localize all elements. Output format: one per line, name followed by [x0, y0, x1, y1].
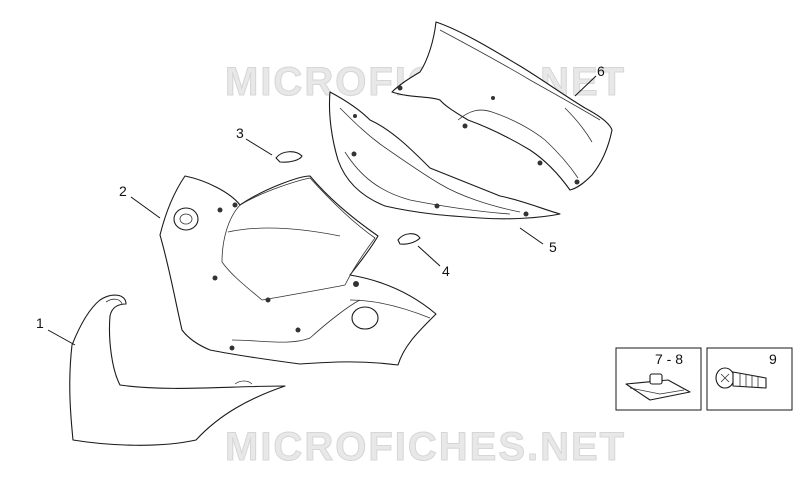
callout-4: 4 — [442, 263, 450, 279]
watermark-bottom: MICROFICHES.NET — [225, 425, 626, 469]
part-3-cap — [275, 151, 303, 163]
callout-3: 3 — [236, 125, 244, 141]
callout-5: 5 — [549, 239, 557, 255]
leader-lines — [47, 75, 597, 346]
callout-2: 2 — [119, 183, 127, 199]
callout-9: 9 — [769, 351, 777, 367]
part-2-handlebar-cover — [159, 175, 437, 366]
hardware-box-9: 9 — [706, 347, 793, 411]
callout-6: 6 — [597, 63, 605, 79]
callout-7-8: 7 - 8 — [655, 351, 683, 367]
part-5-trim-frame — [328, 91, 561, 220]
part-6-rear-cover — [391, 21, 613, 191]
callout-1: 1 — [36, 315, 44, 331]
part-1-lower-cover — [69, 294, 286, 446]
part-4-cap — [397, 233, 421, 245]
hardware-box-7-8: 7 - 8 — [615, 347, 702, 411]
